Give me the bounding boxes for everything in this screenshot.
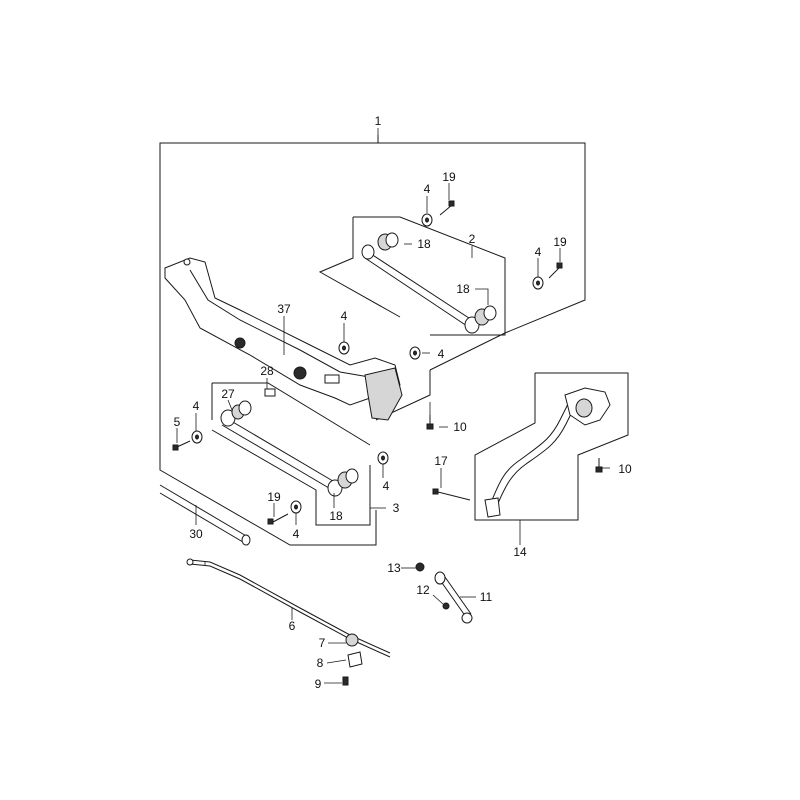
trailing-arm-box [474,372,629,521]
upper-link-2 [361,232,497,334]
callout-18: 18 [329,509,343,523]
callout-4: 4 [293,527,300,541]
assembly-1-outline [159,135,586,546]
lower-link-3 [220,400,359,497]
callout-19: 19 [267,490,281,504]
callout-labels: 1 4 19 18 2 4 19 18 37 4 4 28 27 4 5 10 … [174,114,632,691]
callout-10: 10 [453,420,467,434]
stabilizer-bar-6 [186,558,391,686]
callout-19: 19 [442,170,456,184]
callout-2: 2 [469,232,476,246]
callout-14: 14 [513,545,527,559]
callout-3: 3 [393,501,400,515]
end-link-11 [415,562,473,624]
callout-4: 4 [341,309,348,323]
callout-4: 4 [424,182,431,196]
callout-12: 12 [416,583,430,597]
lower-link-box [211,382,371,526]
callout-4: 4 [193,399,200,413]
callout-13: 13 [387,561,401,575]
callout-19: 19 [553,235,567,249]
callout-8: 8 [317,656,324,670]
callout-9: 9 [315,677,322,691]
callout-28: 28 [260,364,274,378]
callout-5: 5 [174,415,181,429]
callout-30: 30 [189,527,203,541]
leader-lines [176,128,610,684]
callout-18: 18 [417,237,431,251]
crossmember-37 [164,257,403,421]
trailing-arm-14 [484,387,611,518]
callout-4: 4 [383,479,390,493]
callout-1: 1 [375,114,382,128]
washers-4 [191,213,544,514]
rod-30 [159,484,251,546]
callout-4: 4 [438,347,445,361]
callout-7: 7 [319,636,326,650]
callout-6: 6 [289,619,296,633]
callout-10: 10 [618,462,632,476]
bolts [172,200,603,525]
upper-link-box [318,216,506,336]
callout-37: 37 [277,302,291,316]
callout-11: 11 [480,590,493,604]
callout-4: 4 [535,245,542,259]
callout-27: 27 [221,387,235,401]
callout-18: 18 [456,282,470,296]
callout-17: 17 [434,454,448,468]
